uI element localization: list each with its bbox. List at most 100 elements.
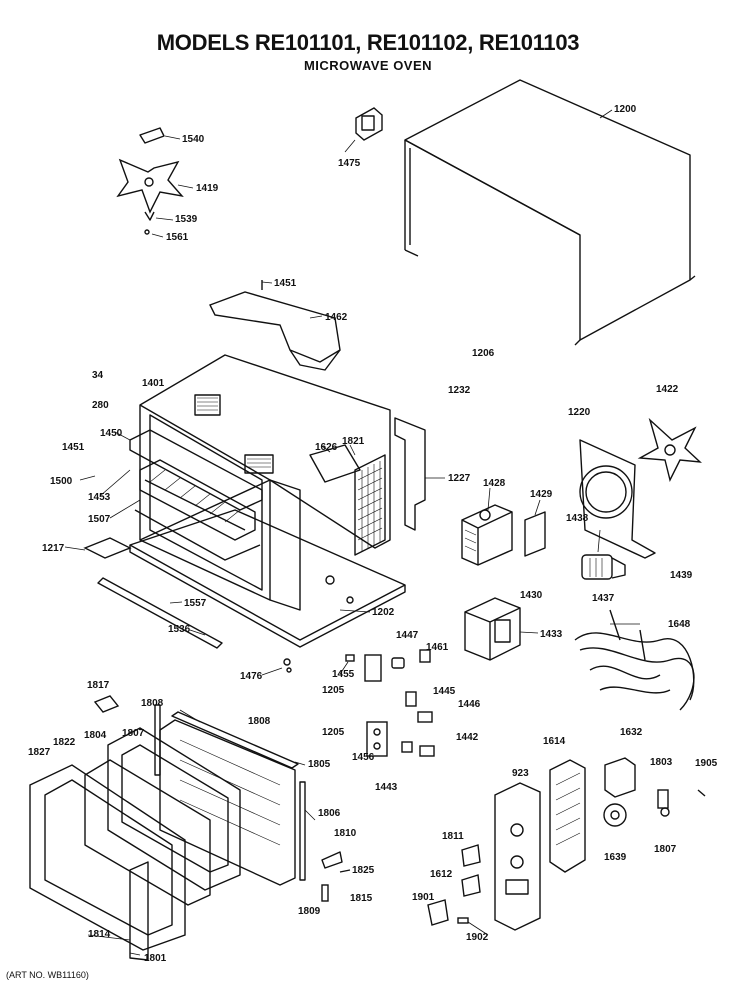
label-1437: 1437	[592, 593, 615, 604]
page-title: MODELS RE101101, RE101102, RE101103	[156, 30, 580, 55]
label-1447: 1447	[396, 630, 419, 641]
label-1422: 1422	[656, 384, 679, 395]
label-1443: 1443	[375, 782, 398, 793]
label-1428: 1428	[483, 478, 506, 489]
label-1507: 1507	[88, 514, 111, 525]
transformer-1433	[464, 597, 521, 661]
magnetron-1428	[461, 504, 513, 566]
label-1450: 1450	[100, 428, 123, 439]
page-subtitle: MICROWAVE OVEN	[303, 58, 433, 73]
outer-cabinet-1200	[404, 79, 696, 346]
leader-lines	[64, 135, 640, 956]
label-1648: 1648	[668, 619, 691, 630]
plate-1429	[524, 511, 546, 557]
label-280: 280	[92, 400, 109, 411]
label-1462: 1462	[325, 312, 348, 323]
waveguide-cover-1462	[209, 280, 341, 371]
label-1808-left: 1808	[141, 698, 164, 709]
label-34: 34	[92, 370, 104, 381]
knobs-1811-1612	[427, 789, 706, 926]
label-1442: 1442	[456, 732, 479, 743]
label-1540: 1540	[182, 134, 205, 145]
oven-cavity-1401	[139, 354, 391, 611]
label-1612: 1612	[430, 869, 453, 880]
label-1807-right: 1807	[654, 844, 677, 855]
label-1429: 1429	[530, 489, 553, 500]
label-1901: 1901	[412, 892, 435, 903]
wire-harness-1648	[574, 609, 695, 711]
label-1232: 1232	[448, 385, 471, 396]
label-1808-top: 1808	[248, 716, 271, 727]
label-1476: 1476	[240, 671, 263, 682]
label-1453: 1453	[88, 492, 111, 503]
side-bracket-1227	[394, 417, 426, 531]
door-panel-1804	[107, 727, 241, 891]
label-1536: 1536	[168, 624, 191, 635]
switch-assembly-1205	[364, 654, 388, 757]
oven-tray-1507	[129, 429, 263, 561]
control-panel-923	[494, 782, 541, 931]
label-1825: 1825	[352, 865, 375, 876]
label-1804: 1804	[84, 730, 107, 741]
label-1807-top: 1807	[122, 728, 145, 739]
label-1806: 1806	[318, 808, 341, 819]
label-1456: 1456	[352, 752, 375, 763]
timer-motor-1639	[603, 803, 627, 827]
label-1445: 1445	[433, 686, 456, 697]
fan-blade-1422	[637, 417, 702, 483]
bracket-1475	[355, 107, 383, 141]
label-1438: 1438	[566, 513, 589, 524]
door-strip-1808	[154, 704, 299, 776]
label-1811: 1811	[442, 831, 464, 842]
label-1817: 1817	[87, 680, 110, 691]
label-1614: 1614	[543, 736, 566, 747]
label-1822: 1822	[53, 737, 76, 748]
label-1805: 1805	[308, 759, 331, 770]
label-1217: 1217	[42, 543, 65, 554]
label-1626: 1626	[315, 442, 338, 453]
label-1561: 1561	[166, 232, 189, 243]
door-latch-parts	[93, 695, 351, 902]
fan-orifice-1220	[579, 439, 656, 559]
label-1815: 1815	[350, 893, 373, 904]
label-1803: 1803	[650, 757, 673, 768]
label-1451-top: 1451	[274, 278, 297, 289]
label-1639: 1639	[604, 852, 627, 863]
label-923: 923	[512, 768, 529, 779]
label-1419: 1419	[196, 183, 219, 194]
label-1430: 1430	[520, 590, 543, 601]
label-1200: 1200	[614, 104, 637, 115]
label-1539: 1539	[175, 214, 198, 225]
label-1475: 1475	[338, 158, 361, 169]
label-1439: 1439	[670, 570, 693, 581]
label-1905: 1905	[695, 758, 718, 769]
timer-1632	[604, 757, 636, 798]
label-1433: 1433	[540, 629, 563, 640]
base-plate-1202	[129, 509, 406, 648]
control-board-1614	[549, 759, 586, 873]
label-1827: 1827	[28, 747, 51, 758]
label-1205-top: 1205	[322, 685, 345, 696]
label-1557: 1557	[184, 598, 207, 609]
label-1202: 1202	[372, 607, 395, 618]
bracket-1217	[83, 537, 132, 559]
label-1500: 1500	[50, 476, 73, 487]
label-1206: 1206	[472, 348, 495, 359]
door-glass-1822	[84, 759, 211, 906]
label-1809: 1809	[298, 906, 321, 917]
label-1461: 1461	[426, 642, 449, 653]
art-number: (ART NO. WB11160)	[6, 970, 89, 980]
label-1814: 1814	[88, 929, 111, 940]
label-1455: 1455	[332, 669, 355, 680]
label-1451-side: 1451	[62, 442, 85, 453]
label-1401: 1401	[142, 378, 165, 389]
label-1220: 1220	[568, 407, 591, 418]
label-1205-mid: 1205	[322, 727, 345, 738]
label-1902: 1902	[466, 932, 489, 943]
stirrer-fan-1419	[116, 127, 184, 235]
label-1632: 1632	[620, 727, 643, 738]
label-1821: 1821	[342, 436, 365, 447]
label-1227: 1227	[448, 473, 471, 484]
strip-1536	[97, 577, 223, 649]
